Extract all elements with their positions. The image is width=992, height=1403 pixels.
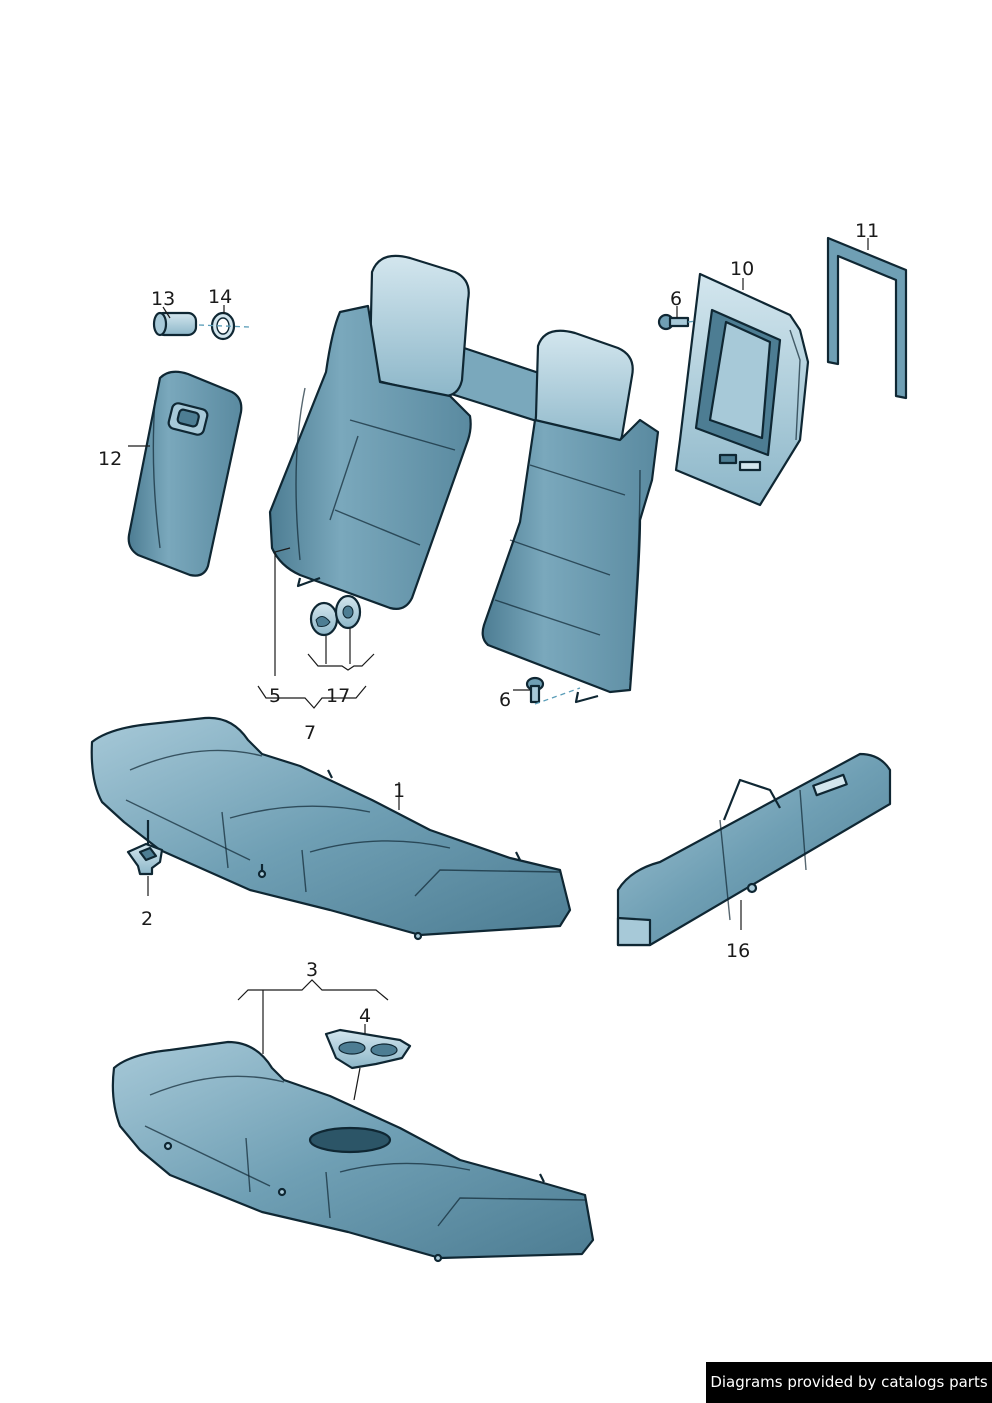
seat-cushion-part-3 (111, 1040, 595, 1263)
seat-cushion-part-1 (90, 716, 572, 941)
caps-part-17 (309, 594, 362, 637)
callout-11: 11 (855, 220, 879, 242)
diagram-credit-banner: Diagrams provided by catalogs parts (706, 1362, 992, 1403)
callout-6-top: 6 (670, 288, 682, 310)
callout-12: 12 (98, 448, 122, 470)
callout-13: 13 (151, 288, 175, 310)
callout-10: 10 (730, 258, 754, 280)
storage-frame-part-10 (674, 272, 810, 507)
callout-5: 5 (269, 685, 281, 707)
callout-16: 16 (726, 940, 750, 962)
clip-part-2 (126, 842, 164, 876)
callout-17: 17 (326, 685, 350, 707)
callout-labels: 1 2 3 4 5 6 6 7 10 11 12 13 14 16 17 (98, 220, 879, 1027)
screw-part-6-top (657, 313, 707, 331)
callout-4: 4 (359, 1005, 371, 1027)
plug-part-13 (152, 311, 198, 337)
callout-1: 1 (393, 780, 405, 802)
callout-3: 3 (306, 959, 318, 981)
armrest-panel-part-12 (127, 370, 243, 577)
leader-lines (128, 238, 869, 1054)
rear-backrest (268, 254, 660, 704)
ring-part-14 (198, 311, 250, 341)
callout-2: 2 (141, 908, 153, 930)
screw-part-6-bottom (525, 676, 581, 705)
callout-6-bottom: 6 (499, 689, 511, 711)
callout-7: 7 (304, 722, 316, 744)
callout-14: 14 (208, 286, 232, 308)
cup-holder-part-4 (324, 1028, 412, 1101)
bag-part-16 (616, 752, 892, 947)
trim-frame-part-11 (826, 236, 908, 400)
